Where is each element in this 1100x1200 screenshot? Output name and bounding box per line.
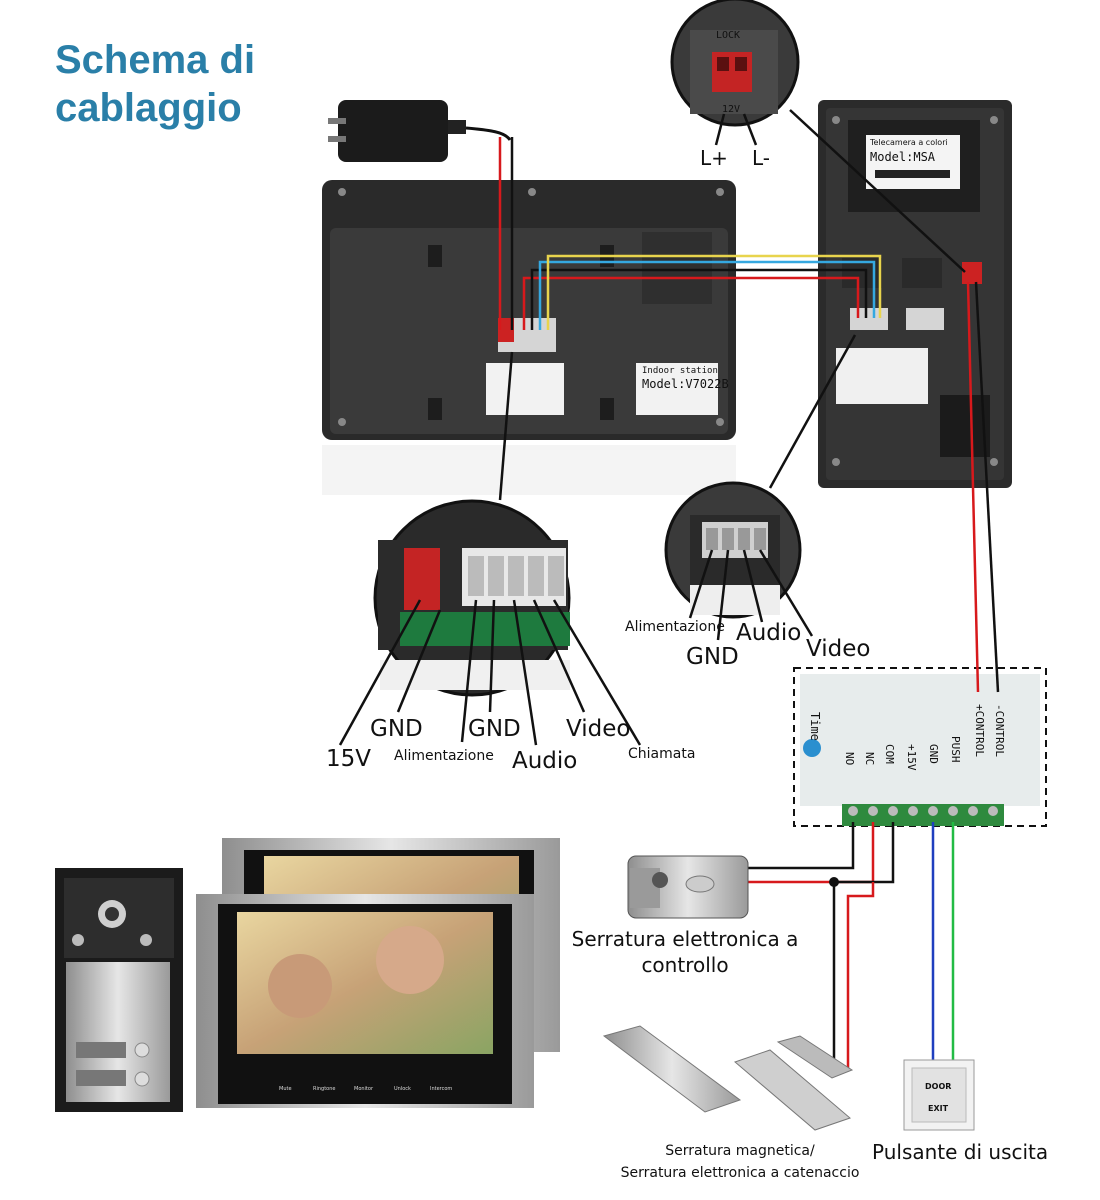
label-alimentazione-outdoor: Alimentazione	[625, 619, 725, 635]
lock-terminal-zoom	[670, 0, 800, 127]
indoor-monitor-back	[322, 180, 736, 440]
electric-lock-icon	[627, 855, 749, 919]
monitor-btn-intercom: Intercom	[430, 1086, 453, 1092]
terminal-minus-control: -CONTROL	[993, 704, 1006, 757]
terminal-plus-control: +CONTROL	[973, 704, 986, 757]
lock-control-line1: Serratura elettronica a	[571, 927, 799, 951]
magnetic-lock-label: Serratura magnetica/ Serratura elettroni…	[608, 1140, 872, 1184]
lock-control-label: Serratura elettronica a controllo	[562, 926, 808, 978]
label-gnd-2: GND	[468, 716, 521, 742]
label-15v: 15V	[326, 746, 372, 772]
terminal-15v: +15V	[905, 744, 918, 771]
magnetic-lock-icon	[602, 1025, 854, 1131]
indoor-terminal-zoom	[373, 499, 571, 697]
title-line-2: cablaggio	[55, 86, 242, 130]
access-controller-box	[793, 667, 1047, 827]
wire-junction	[829, 877, 839, 887]
lock-header-label: LOCK	[716, 30, 741, 41]
exit-plate-exit: EXIT	[928, 1104, 949, 1113]
indoor-model-line2: Model:V7022B	[642, 377, 729, 391]
wires	[338, 109, 1000, 1068]
label-gnd-outdoor: GND	[686, 644, 739, 670]
outdoor-terminal-zoom	[664, 481, 802, 619]
terminal-push: PUSH	[949, 736, 962, 763]
label-video-indoor: Video	[566, 716, 631, 742]
outdoor-camera-front	[55, 868, 183, 1112]
lock-voltage-label: 12V	[722, 104, 741, 115]
monitor-btn-ringtone: Ringtone	[313, 1086, 336, 1092]
lock-control-line2: controllo	[641, 953, 729, 977]
terminal-no: NO	[843, 752, 856, 766]
outdoor-model-line1: Telecamera a colori	[870, 138, 948, 147]
magnetic-lock-line1: Serratura magnetica/	[665, 1143, 815, 1159]
indoor-model-line1: Indoor station	[642, 366, 718, 376]
label-chiamata: Chiamata	[628, 746, 696, 762]
monitor-btn-monitor: Monitor	[354, 1086, 374, 1092]
label-alimentazione-indoor: Alimentazione	[394, 748, 494, 764]
monitor-reflection	[322, 445, 736, 495]
exit-button-icon	[903, 1059, 975, 1131]
magnetic-lock-line2: Serratura elettronica a catenaccio	[620, 1165, 860, 1181]
monitor-btn-unlock: Unlock	[394, 1086, 411, 1092]
lock-minus-label: L-	[752, 146, 771, 170]
label-audio-outdoor: Audio	[736, 620, 802, 646]
monitor-btn-mute: Mute	[279, 1086, 292, 1092]
label-video-outdoor: Video	[806, 636, 871, 662]
label-audio-indoor: Audio	[512, 748, 578, 774]
controller-time-label: Time	[808, 712, 822, 741]
exit-plate-door: DOOR	[925, 1082, 952, 1091]
outdoor-unit-back	[818, 100, 1012, 488]
exit-button-label: Pulsante di uscita	[872, 1140, 1049, 1164]
diagram-title: Schema di cablaggio	[55, 36, 255, 132]
terminal-com: COM	[883, 744, 896, 764]
terminal-nc: NC	[863, 752, 876, 766]
lock-plus-label: L+	[700, 146, 728, 170]
terminal-gnd: GND	[927, 744, 940, 764]
outdoor-model-line2: Model:MSA	[870, 150, 936, 164]
power-adapter-icon	[328, 100, 512, 162]
monitor-front	[196, 894, 534, 1108]
title-line-1: Schema di	[55, 38, 256, 82]
label-gnd-1: GND	[370, 716, 423, 742]
